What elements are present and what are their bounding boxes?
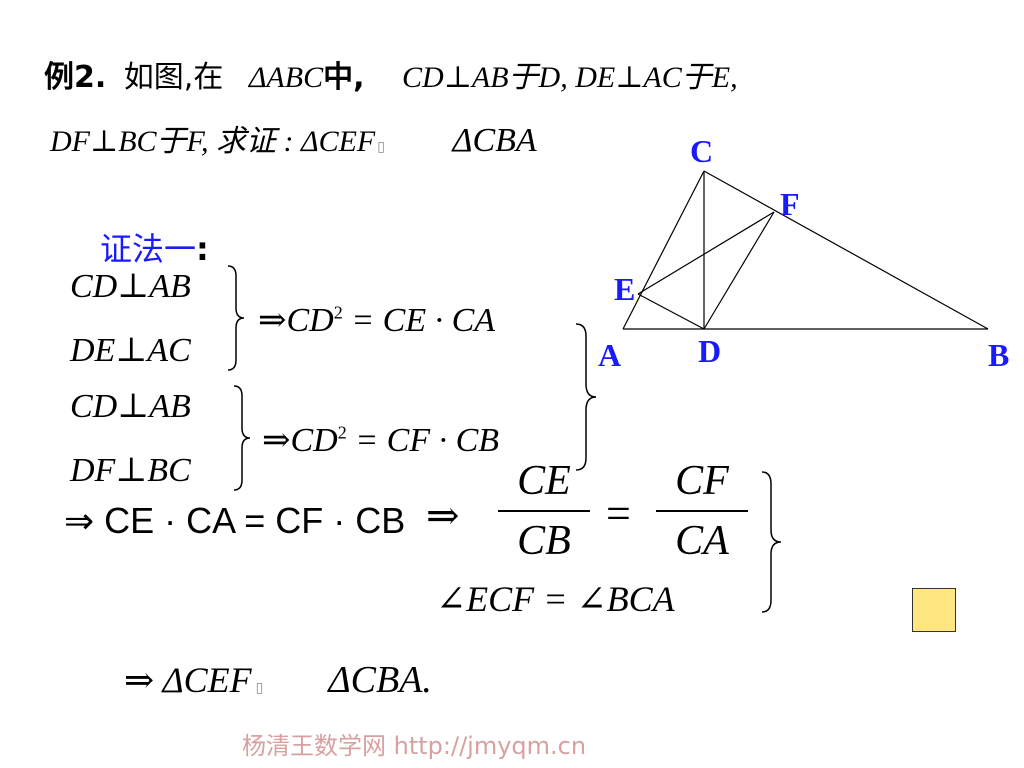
g2-result-exp: 2: [337, 422, 347, 443]
problem-target: ΔCBA: [452, 122, 537, 159]
point-label-f: F: [780, 186, 800, 222]
combine-brace: [575, 323, 597, 471]
g1-line-1: CD⊥AB: [70, 268, 191, 305]
g1-result-exp: 2: [333, 302, 343, 323]
proof-method: 证法一:: [100, 224, 209, 270]
watermark: 杨清王数学网 http://jmyqm.cn: [242, 732, 587, 760]
problem-intro: 如图,在: [123, 60, 224, 95]
point-label-c: C: [690, 133, 713, 169]
problem-mid: 中,: [323, 60, 365, 95]
frac-left-num: CE: [517, 458, 571, 504]
problem-label: 例2.: [44, 60, 107, 95]
angle-line: ∠ECF = ∠BCA: [436, 579, 675, 619]
problem-line-1: 例2. 如图,在 ΔABC中, CD⊥AB于D, DE⊥AC于E,: [44, 52, 738, 96]
frac-right-den: CA: [675, 518, 729, 564]
fraction-left: CE CB: [498, 458, 590, 564]
g2-brace: [233, 385, 251, 491]
conclusion-target: ΔCBA.: [328, 659, 432, 701]
g1-brace: [227, 265, 245, 371]
frac-left-den: CB: [517, 518, 571, 564]
segment-de: [637, 293, 705, 330]
problem-line-2: DF⊥BC于F, 求证 : ΔCEF▯ ΔCBA: [50, 116, 537, 160]
g2-result: ⇒CD2 = CF · CB: [262, 420, 499, 460]
point-label-d: D: [698, 333, 721, 369]
problem-conditions-1: CD⊥AB于D, DE⊥AC于E,: [402, 61, 738, 94]
nav-square-button[interactable]: [912, 588, 956, 632]
similar-symbol: ▯: [377, 140, 385, 155]
g1-result: ⇒CD2 = CE · CA: [258, 300, 495, 340]
g2-result-rest: = CF · CB: [346, 422, 500, 459]
g2-line-2: DF⊥BC: [70, 452, 191, 489]
frac-right-num: CF: [675, 458, 729, 504]
point-label-a: A: [598, 337, 621, 373]
segment-ef: [637, 211, 775, 295]
conclusion-prefix: ⇒ ΔCEF: [124, 660, 252, 700]
fraction-right: CF CA: [656, 458, 748, 564]
equality-line: ⇒ CE · CA = CF · CB: [64, 500, 406, 541]
frac-left-bar: [498, 510, 590, 512]
g2-line-1: CD⊥AB: [70, 388, 191, 425]
point-label-e: E: [614, 271, 635, 307]
method-label: 证法一: [100, 230, 197, 268]
implies-arrow: ⇒: [426, 493, 460, 538]
frac-right-bar: [656, 510, 748, 512]
g1-line-2: DE⊥AC: [70, 332, 191, 369]
g2-result-prefix: ⇒CD: [262, 422, 338, 459]
method-colon: :: [196, 230, 209, 268]
segment-cb: [703, 170, 989, 330]
conclusion-similar-symbol: ▯: [255, 681, 264, 696]
g1-result-prefix: ⇒CD: [258, 302, 334, 339]
triangle-figure: C F E A D B: [598, 133, 1009, 373]
problem-triangle: ΔABC: [248, 61, 324, 94]
conclusion: ⇒ ΔCEF▯ ΔCBA.: [124, 658, 432, 702]
g1-result-rest: = CE · CA: [342, 302, 496, 339]
problem-conditions-2: DF⊥BC于F, 求证 : ΔCEF: [50, 125, 376, 158]
fraction-brace: [761, 471, 782, 613]
point-label-b: B: [988, 337, 1009, 373]
segment-df: [703, 211, 775, 330]
fraction-equals: =: [606, 489, 631, 538]
segment-ac: [622, 170, 705, 330]
